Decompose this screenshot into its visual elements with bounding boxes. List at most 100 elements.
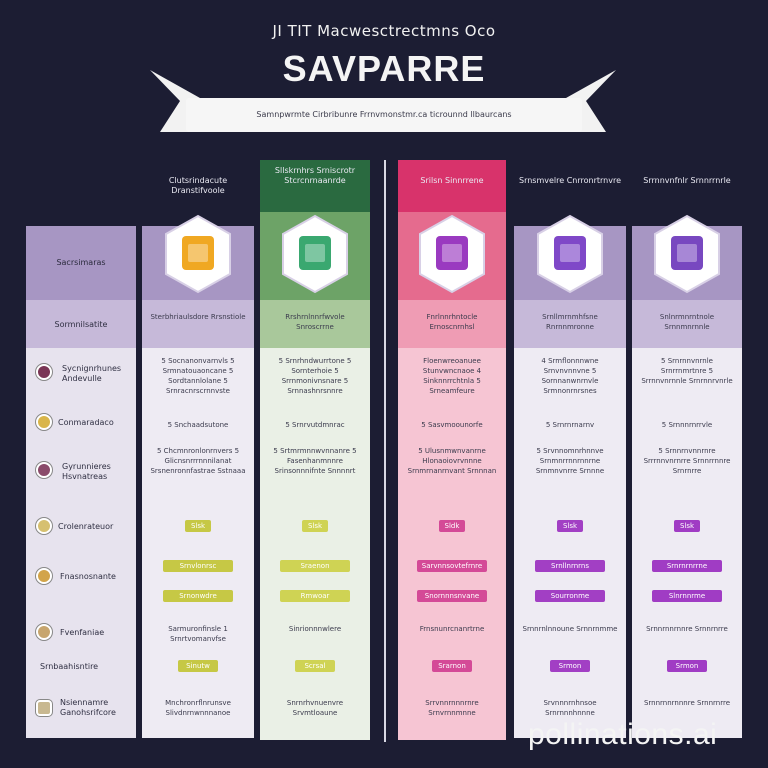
plan-4-body-bg [514,348,626,738]
row-ornament-icon-2 [36,414,52,430]
plan-1-option-b[interactable]: Srnonwdre [163,590,233,602]
plan-1-subheader-bg [142,300,254,348]
violet-letter-icon [654,214,720,294]
label-subheader-bg [26,300,136,348]
row-label-7: Srnbaahisntire [40,662,99,671]
row-label-1: Sycnignrhunes Andevulle [62,364,122,383]
plan-5-row-features: 5 Srnrnnvnrnle Srnrrnmrtnre 5 Srrnnvnrnn… [641,357,733,385]
plan-1-row-features: 5 Socnanonvarnvls 5 Srmnatouaoncane 5 So… [161,357,235,395]
plan-3-row-features: Floenwreoanuee Stunvwncnaoe 4 Sinknnrrch… [422,357,482,395]
label-subheader-text: Sormnilsatite [54,320,108,329]
plan-1-row-footer: Mnchronrflnrunsve Slivdnrnwnnnanoe [165,699,231,717]
plan-5-row-extra: Srnnrnnrnnre Srnnrnrre [646,625,728,633]
plan-5-badge[interactable]: Slsk [674,520,700,532]
row-ornament-icon-1 [36,364,52,380]
plan-3-row-extra: Frnsnunrcnanrtrne [419,625,485,633]
watermark: pollinations.ai [528,718,718,751]
plan-2-subtitle: Rrshrnlnnrfwvole Snroscrrne [285,313,345,331]
plan-5-subtitle: Snlnrmnrntnole Srnnmnrnnle [659,313,715,331]
plan-4-option-b[interactable]: Sourronme [535,590,605,602]
plan-1-option-a[interactable]: Srnvlonrsc [163,560,233,572]
label-column: Sacrsimaras Sormnilsatite Sycnignrhunes … [26,226,136,738]
plan-3-option-b[interactable]: Snornnnsnvane [417,590,487,602]
plan-3-subtitle: Fnrlnnrhntocle Ernoscnrnhsl [426,313,478,331]
plan-2-option-c[interactable]: Scrsal [295,660,335,672]
plan-4-row-footer: Srvnnnrnhnsoe Srnrnnnhnnne [543,699,597,717]
plan-1-row-capacity: 5 Snchaadsutone [167,421,229,429]
plan-2-row-extra: Sinrionnnwlere [288,625,342,633]
plan-4-header: Srnsmvelre Cnrronrtrnvre [518,176,621,185]
plan-2-row-features: 5 Srnrhndwurrtone 5 Sornterhoie 5 Srrnmo… [278,357,352,395]
plan-column-4[interactable] [514,226,626,738]
plan-2-header: Sllskrnhrs Srniscrotr Stcrcnrnaanrde [274,166,356,185]
violet-glyph-icon [537,214,603,294]
column-divider [384,160,386,742]
plan-4-badge[interactable]: Slsk [557,520,583,532]
orange-block-icon [165,214,231,294]
plan-5-option-c[interactable]: Srmon [667,660,707,672]
row-label-3: Gyrunnieres Hsvnatreas [62,462,111,481]
plan-4-row-extra: Srnnrnlnnoune Srnnrnmme [522,625,618,633]
plan-3-subheader-bg [398,300,506,348]
plan-4-row-capacity: 5 Srnrnrnarnv [545,421,595,429]
row-ornament-icon-5 [36,568,52,584]
plan-column-5[interactable] [632,226,742,738]
plan-2-option-a[interactable]: Sraenon [280,560,350,572]
plan-4-row-features: 4 Srmflonnnwne Srnvnvnnvne 5 Sornnanwnrn… [541,357,599,395]
plan-5-subheader-bg [632,300,742,348]
purple-glyph-icon [419,214,485,294]
green-figure-icon [282,214,348,294]
plan-2-row-capacity: 5 Srnrvutdmnrac [285,421,345,429]
plan-4-subtitle: Srnllmrnmhfsne Rnrnnmronne [542,313,598,331]
row-label-8: Nsiennamre Ganohsrifcore [60,698,116,717]
plan-2-row-details: 5 Srtmrmnnwvnnanre 5 Fasenhanmnnre Srins… [273,447,357,475]
plan-2-row-footer: Snrnrhvnuenvre Srvmtloaune [286,699,344,717]
plan-1-subtitle: Sterbhriaulsdore Rrsnstiole [150,313,246,321]
plan-5-option-a[interactable]: Srnrnrnrrne [652,560,722,572]
plan-1-row-details: 5 Chcmnronlonrnvers 5 Glicnsnrrrnnnilana… [150,447,246,475]
plan-1-row-extra: Sarmuronfinsle 1 Srnrtvomanvfse [168,625,228,643]
plan-2-top-bg [260,160,370,212]
plan-3-header: Srilsn Sinnrrene [420,176,484,185]
plan-2-body-bg [260,348,370,740]
row-label-5: Fnasnosnante [60,572,116,581]
plan-3-row-details: 5 Ulusnmwnvanrne Hlonaoiovrvnnne Srnmrna… [407,447,497,475]
plan-3-row-footer: Srrvnnrnnnrnre Srnvrnnmnne [425,699,479,717]
plan-1-badge[interactable]: Slsk [185,520,211,532]
row-label-2: Conmaradaco [58,418,114,427]
plan-5-row-footer: Srnnrnnrnnnre Srnnrnrre [643,699,731,707]
plan-3-option-a[interactable]: Sarvnnsovtefrnre [417,560,487,572]
plan-4-row-details: 5 Srvnnomnrhnnve Srnmnrrnnrnnrne Srnmnvn… [535,447,605,475]
plan-1-header: Clutsrindacute Dranstifvoole [168,176,228,195]
plan-5-body-bg [632,348,742,738]
row-label-6: Fvenfaniae [60,628,105,637]
plan-1-body-bg [142,348,254,738]
top-caption: JI TIT Macwesctrectmns Oco [272,22,496,40]
plan-4-option-c[interactable]: Srmon [550,660,590,672]
plan-4-subheader-bg [514,300,626,348]
plan-5-header: Srrnnvnfnlr Srnnrrnrle [643,176,731,185]
row-ornament-icon-4 [36,518,52,534]
label-body-bg [26,348,136,738]
label-header-bg [26,226,136,300]
plan-3-option-c[interactable]: Srarnon [432,660,472,672]
plan-3-row-capacity: 5 Sasvmoounorfe [421,421,483,429]
plan-5-row-capacity: 5 Srnnnrnrrvle [661,421,713,429]
plan-column-3[interactable] [398,160,506,740]
row-ornament-icon-3 [36,462,52,478]
label-header-text: Sacrsimaras [56,258,106,267]
plan-5-row-details: 5 Srnnrnvnnrnre Srrrnnvnrnrre Srnnrrnnre… [643,447,731,475]
plan-2-option-b[interactable]: Rmwoar [280,590,350,602]
row-ornament-icon-8 [36,700,52,716]
row-label-4: Crolenrateuor [58,522,114,531]
plan-3-body-bg [398,348,506,740]
plan-1-option-c[interactable]: Sinutw [178,660,218,672]
plan-5-option-b[interactable]: Slnrnnrme [652,590,722,602]
plan-4-option-a[interactable]: Srnllnrnrns [535,560,605,572]
title-banner: Samnpwrmte Cirbribunre Frrnvmonstmr.ca t… [186,98,582,132]
main-title: SAVPARRE [282,48,486,89]
row-ornament-icon-6 [36,624,52,640]
plan-3-top-bg [398,160,506,212]
plan-3-badge[interactable]: Sldk [439,520,465,532]
plan-2-badge[interactable]: Slsk [302,520,328,532]
